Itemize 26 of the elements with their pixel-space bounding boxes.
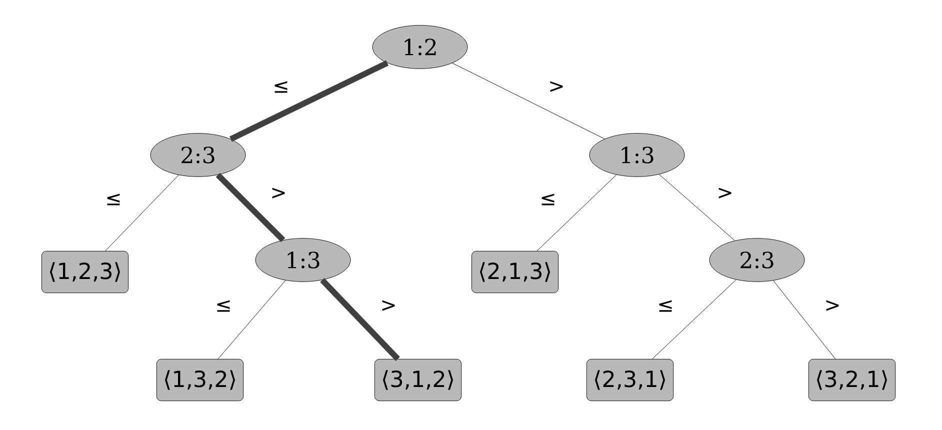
leaf-box: ⟨1,2,3⟩ — [41, 250, 129, 294]
edge-label: ≤ — [659, 300, 672, 312]
branch-line — [652, 279, 736, 360]
edge-label: ≤ — [217, 300, 230, 312]
leaf-box: ⟨2,3,1⟩ — [586, 358, 674, 402]
leaf-box: ⟨2,1,3⟩ — [471, 250, 559, 294]
branch-line — [105, 174, 179, 252]
leaf-box: ⟨3,2,1⟩ — [808, 358, 896, 402]
branch-line — [658, 174, 736, 241]
edge-label: > — [272, 188, 285, 198]
edge-label: > — [382, 300, 395, 311]
branch-line — [229, 60, 389, 142]
leaf-box: ⟨1,3,2⟩ — [156, 358, 244, 402]
branch-line — [536, 174, 617, 252]
branch-line — [218, 280, 286, 360]
branch-line — [452, 62, 605, 140]
edge-label: ≤ — [107, 194, 120, 206]
edge-label: > — [718, 188, 732, 198]
leaf-box: ⟨3,1,2⟩ — [374, 358, 462, 402]
edge-label: ≤ — [274, 81, 288, 93]
branch-line — [773, 280, 836, 360]
branch-line — [216, 172, 286, 242]
edge-label: > — [550, 81, 563, 92]
edge-label: ≤ — [542, 194, 554, 206]
branch-line — [320, 278, 400, 361]
edge-label: > — [826, 300, 839, 311]
